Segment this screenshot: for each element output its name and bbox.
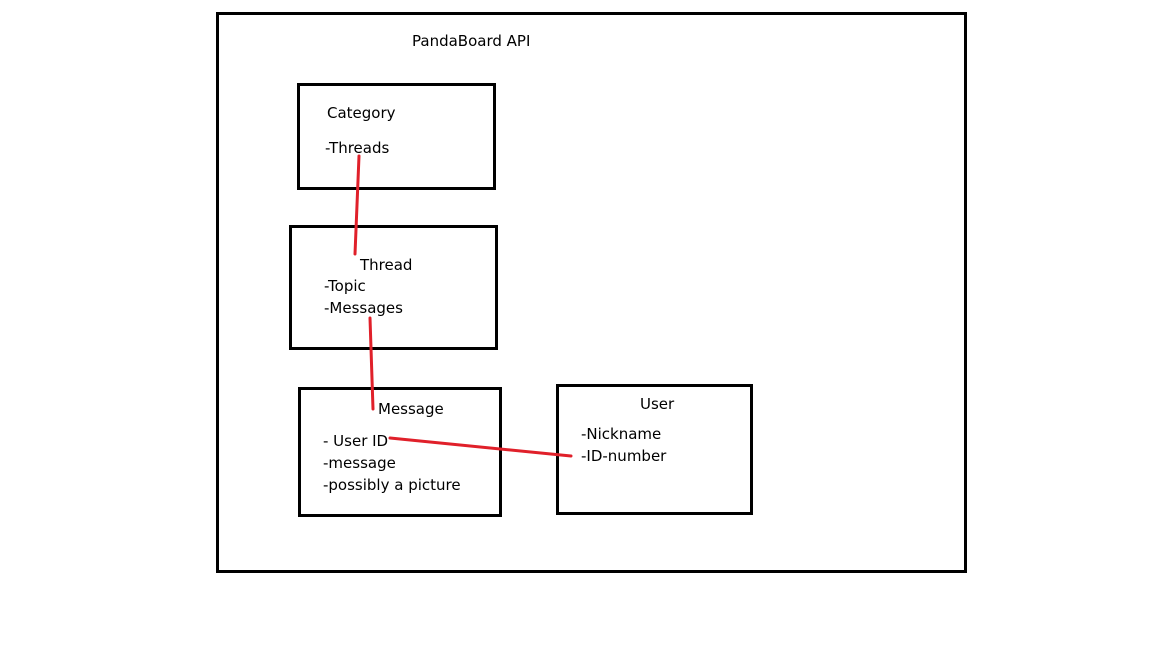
category-box: [297, 83, 496, 190]
message-field-user-id: - User ID: [323, 432, 389, 450]
thread-field-messages: -Messages: [324, 299, 403, 317]
category-title: Category: [327, 104, 396, 122]
thread-field-topic: -Topic: [324, 277, 366, 295]
message-field-message: -message: [323, 454, 396, 472]
diagram-title: PandaBoard API: [412, 32, 531, 50]
category-field-threads: -Threads: [325, 139, 390, 157]
user-field-nickname: -Nickname: [581, 425, 662, 443]
message-title: Message: [378, 400, 444, 418]
user-title: User: [640, 395, 675, 413]
user-field-id-number: -ID-number: [581, 447, 667, 465]
message-field-picture: -possibly a picture: [323, 476, 461, 494]
thread-title: Thread: [360, 256, 413, 274]
thread-box: [289, 225, 498, 350]
diagram-frame: [216, 12, 967, 573]
